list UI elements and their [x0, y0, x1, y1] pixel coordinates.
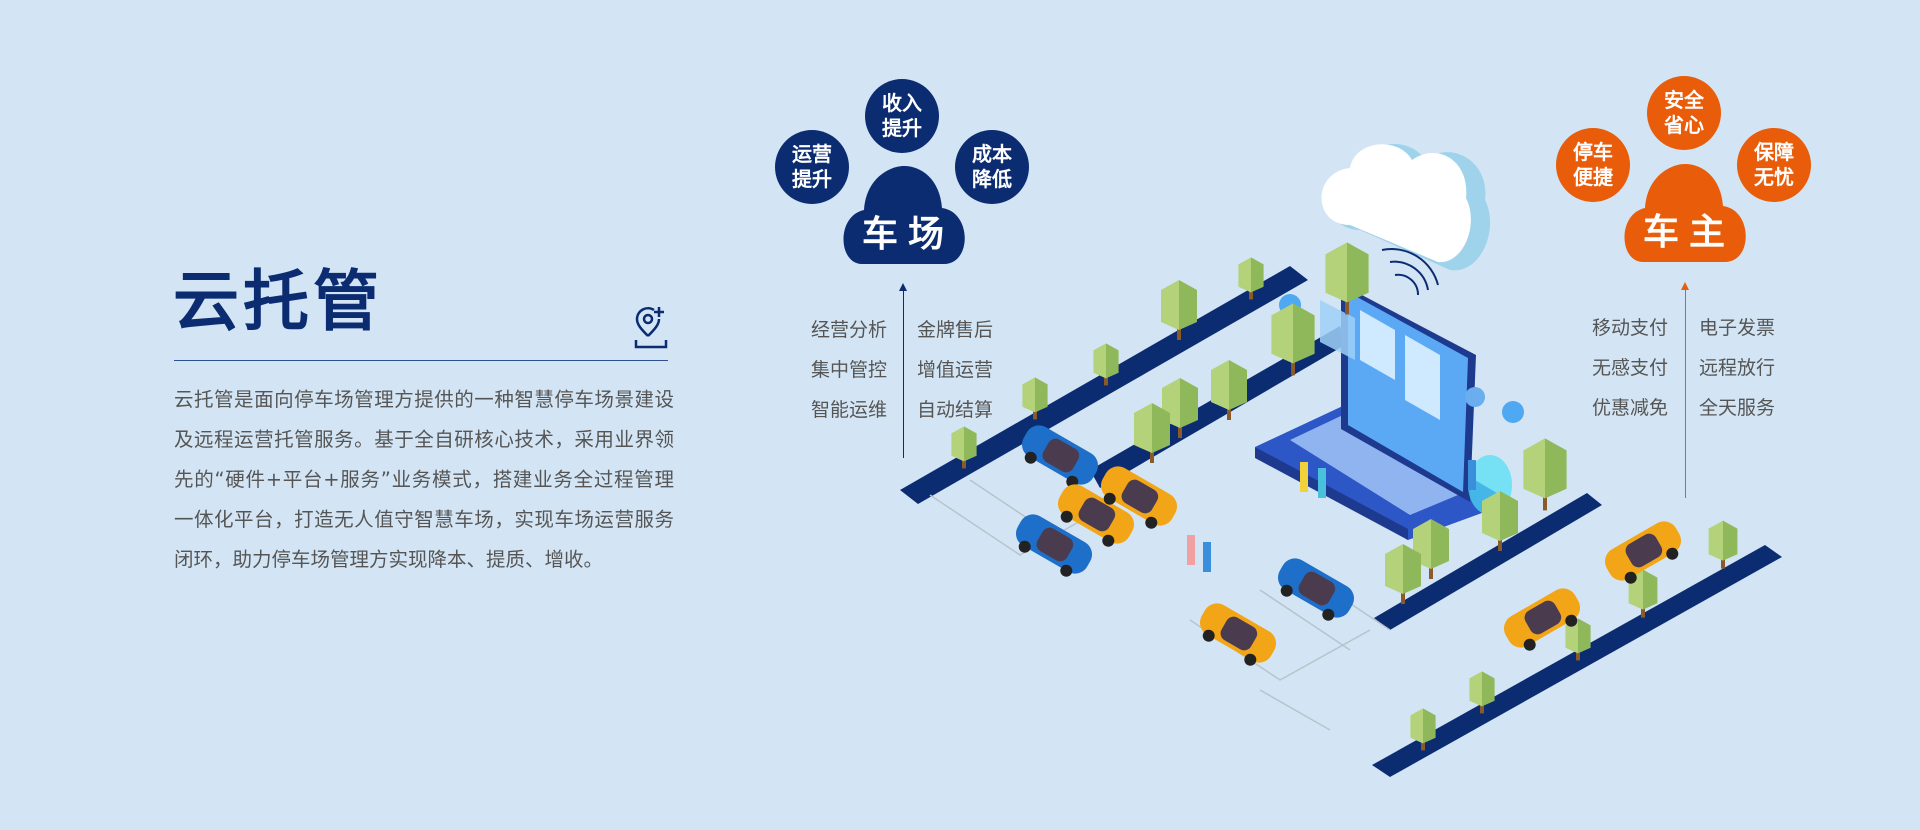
- tree: [1022, 377, 1048, 420]
- car: [1199, 603, 1277, 666]
- parking-lot-features-right: 金牌售后 增值运营 自动结算: [917, 310, 993, 430]
- parking-lot-cloud: [843, 166, 965, 264]
- feature-item: 经营分析: [811, 319, 888, 341]
- bubble-guaranteed: 保障 无忧: [1737, 128, 1811, 202]
- bubble-revenue-increase: 收入 提升: [865, 79, 939, 153]
- laptop: [1255, 284, 1512, 540]
- feature-item: 移动支付: [1592, 317, 1669, 339]
- title-divider: [174, 360, 668, 361]
- car: [1100, 466, 1178, 529]
- cloud-illustration: [1321, 143, 1491, 271]
- bubble-operation-improve: 运营 提升: [775, 130, 849, 204]
- bubble-cost-reduce: 成本 降低: [955, 130, 1029, 204]
- feature-item: 金牌售后: [917, 319, 994, 341]
- arrow-up-icon: [899, 283, 907, 291]
- parking-lot-features-left: 经营分析 集中管控 智能运维: [811, 310, 887, 430]
- feature-item: 增值运营: [917, 359, 994, 381]
- car: [1277, 558, 1355, 621]
- feature-item: 自动结算: [917, 399, 994, 421]
- wifi-icon: [1381, 248, 1439, 296]
- people: [1187, 460, 1476, 572]
- tree: [1134, 403, 1170, 463]
- tree: [1565, 618, 1591, 661]
- road: [1374, 493, 1602, 630]
- tree: [1161, 280, 1197, 340]
- bubble-safe-worry-free: 安全 省心: [1647, 76, 1721, 150]
- tree: [1708, 520, 1738, 569]
- tree: [1211, 360, 1247, 420]
- tree: [1385, 544, 1421, 604]
- road: [1372, 545, 1782, 777]
- parking-lot-label: 车场: [861, 214, 954, 255]
- feature-item: 无感支付: [1592, 357, 1669, 379]
- parking-lot-arrow: [903, 288, 904, 458]
- car-owner-label: 车主: [1642, 212, 1735, 253]
- tree: [1271, 303, 1315, 376]
- description: 云托管是面向停车场管理方提供的一种智慧停车场景建设及远程运营托管服务。基于全自研…: [174, 388, 674, 571]
- feature-item: 全天服务: [1699, 397, 1776, 419]
- feature-item: 优惠减免: [1592, 397, 1669, 419]
- user-icon: [1465, 387, 1485, 407]
- car-owner-arrow: [1685, 288, 1686, 498]
- feature-item: 电子发票: [1699, 317, 1776, 339]
- car-owner-features-left: 移动支付 无感支付 优惠减免: [1592, 308, 1668, 428]
- tree: [1093, 343, 1119, 386]
- car: [1503, 588, 1581, 651]
- tree: [1410, 708, 1436, 751]
- feature-item: 智能运维: [811, 399, 888, 421]
- tree: [1238, 257, 1264, 300]
- location-add-icon: [634, 307, 668, 349]
- feature-item: 远程放行: [1699, 357, 1776, 379]
- car: [1015, 514, 1093, 577]
- page-title: 云托管: [173, 263, 383, 340]
- tree: [1325, 242, 1369, 315]
- car-owner-features-right: 电子发票 远程放行 全天服务: [1699, 308, 1775, 428]
- feature-item: 集中管控: [811, 359, 888, 381]
- car: [1057, 484, 1135, 547]
- tree: [951, 426, 977, 469]
- tree: [1469, 671, 1495, 714]
- arrow-up-icon: [1681, 282, 1689, 290]
- car: [1021, 425, 1099, 488]
- bubble-convenient-parking: 停车 便捷: [1556, 128, 1630, 202]
- chevron-right-icon: [1502, 401, 1524, 423]
- car: [1604, 521, 1682, 584]
- car-owner-cloud: [1624, 164, 1746, 262]
- tree: [1482, 491, 1518, 551]
- tree: [1523, 438, 1567, 511]
